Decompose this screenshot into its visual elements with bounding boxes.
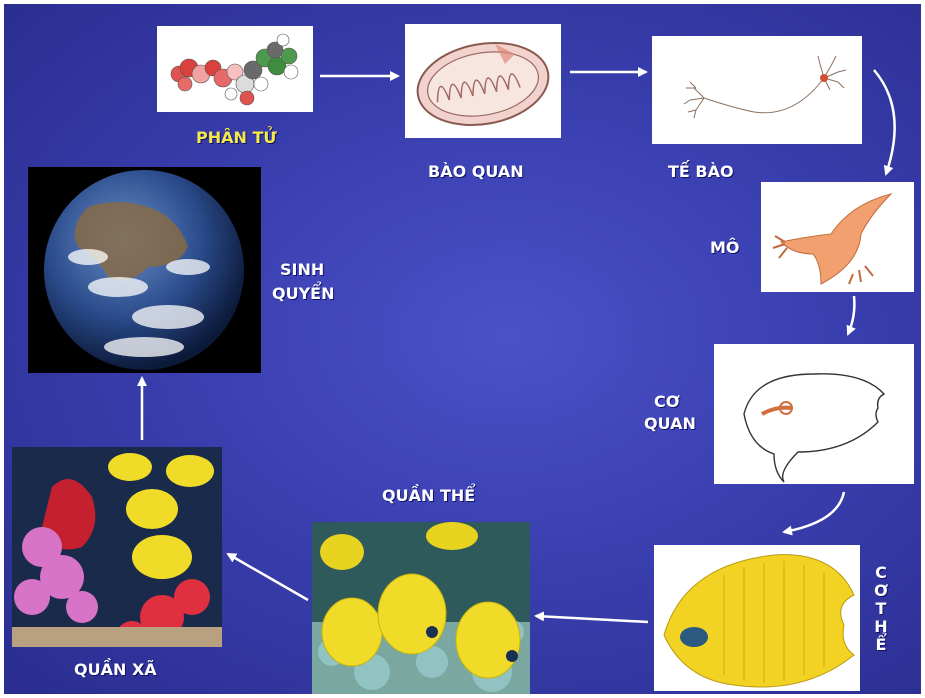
label-co-quan-line2: QUAN: [644, 414, 696, 434]
label-co-the-letter: Ơ: [874, 582, 888, 600]
arrow-cell-to-tissue: [874, 70, 895, 174]
label-mo: MÔ: [710, 238, 740, 258]
arrow-organ-to-organism: [784, 492, 844, 532]
label-co-the-letter: T: [876, 600, 887, 618]
cell-image: [652, 36, 862, 144]
label-co-the-letter: H: [874, 618, 887, 636]
organelle-image: [405, 24, 561, 138]
label-phan-tu: PHÂN TỬ: [196, 128, 277, 148]
label-quan-the: QUẦN THỂ: [382, 486, 475, 506]
molecule-image: [157, 26, 313, 112]
label-sinh-quyen-line2: QUYỂN: [272, 284, 335, 304]
label-te-bao: TẾ BÀO: [668, 162, 734, 182]
label-co-quan-line1: CƠ: [654, 392, 680, 412]
arrow-tissue-to-organ: [848, 296, 854, 334]
label-bao-quan: BÀO QUAN: [428, 162, 524, 182]
arrow-population-to-community: [228, 554, 308, 600]
label-quan-xa: QUẦN XÃ: [74, 660, 157, 680]
label-co-the-letter: C: [875, 564, 887, 582]
arrow-organism-to-population: [536, 616, 648, 622]
label-co-the: C Ơ T H Ể: [874, 564, 888, 654]
label-sinh-quyen-line1: SINH: [280, 260, 324, 280]
biosphere-earth-image: [28, 167, 261, 373]
levels-of-organization-diagram: PHÂN TỬ BÀO QUAN TẾ BÀO MÔ CƠ QUAN C Ơ T…: [4, 4, 921, 694]
population-fish-image: [312, 522, 530, 694]
community-reef-image: [12, 447, 222, 647]
label-co-the-letter: Ể: [876, 636, 887, 654]
tissue-image: [761, 182, 914, 292]
organ-image: [714, 344, 914, 484]
organism-fish-image: [654, 545, 860, 691]
